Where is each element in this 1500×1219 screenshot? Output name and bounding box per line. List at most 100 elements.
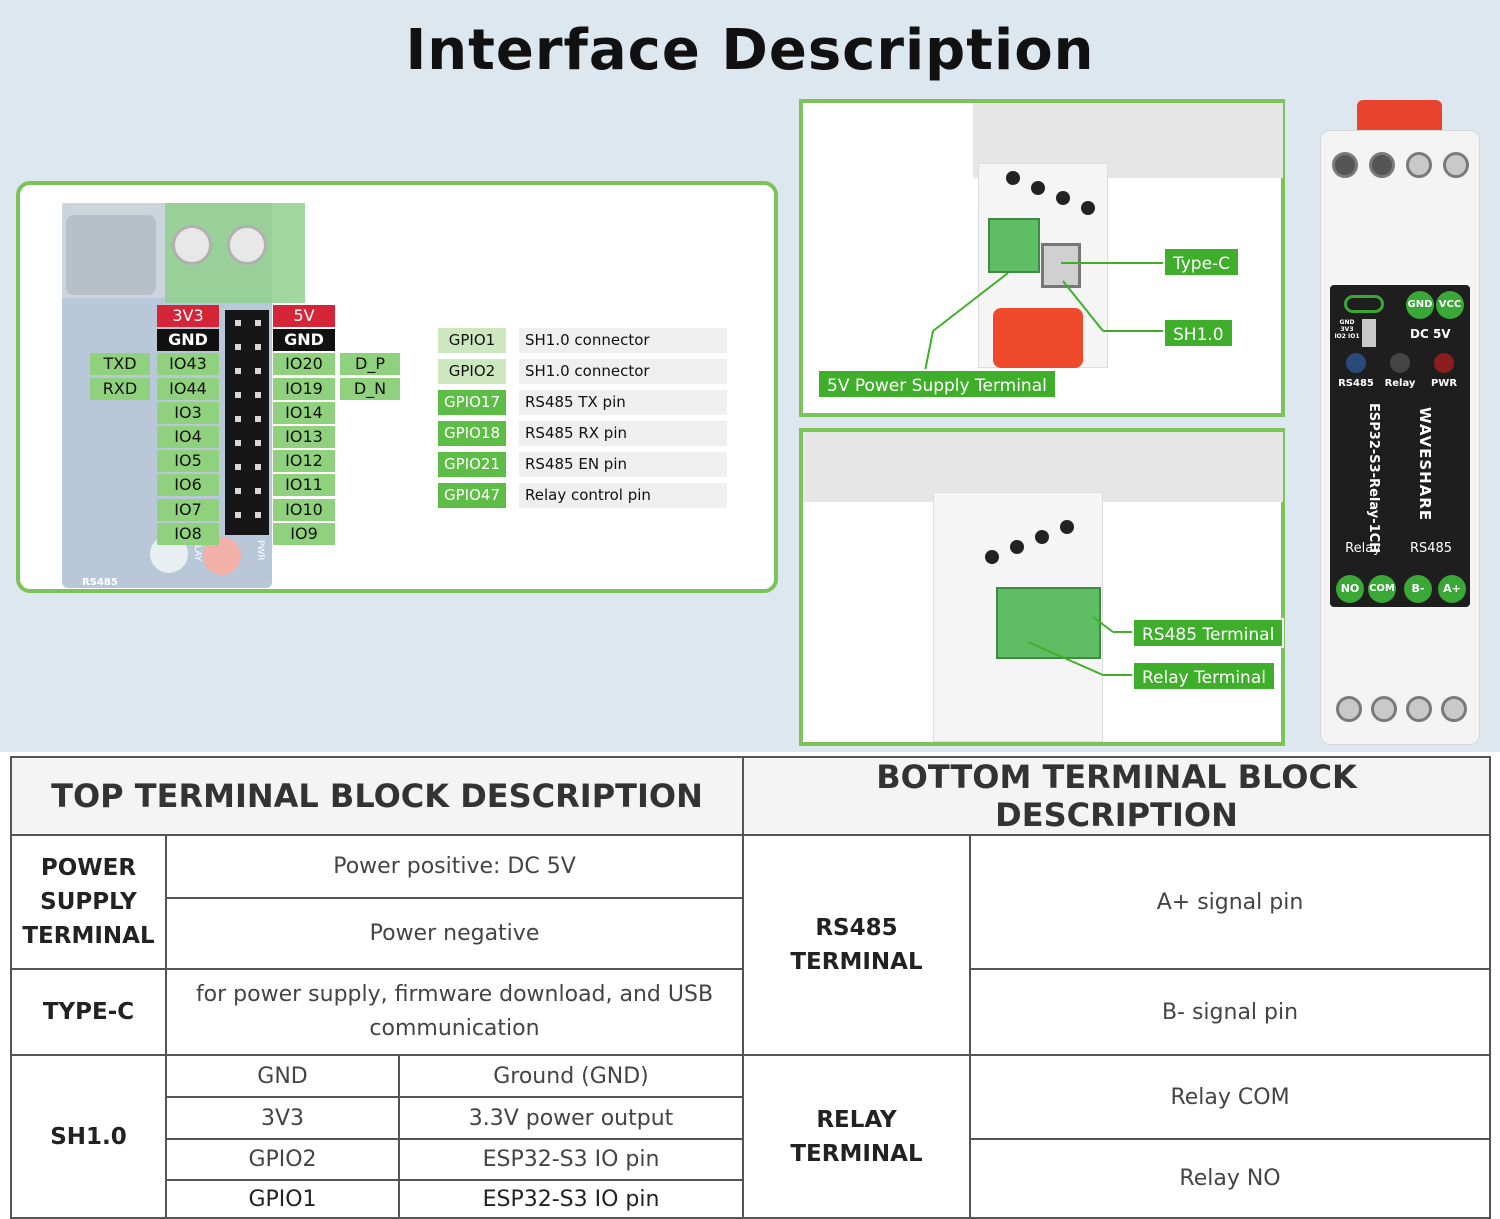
pin-label: GND (273, 329, 335, 352)
type-c-label: Type-C (1163, 247, 1241, 277)
pin-label: IO43 (157, 353, 219, 376)
pin-label: 5V (273, 305, 335, 327)
pin-hole (255, 440, 261, 446)
vcc-pad: VCC (1436, 291, 1464, 319)
hole-icon (1006, 171, 1020, 185)
pin-label: IO9 (273, 522, 335, 545)
sh10-pin: GND (165, 1054, 400, 1098)
gpio-desc: RS485 EN pin (519, 452, 727, 477)
usb-c-icon (1344, 295, 1384, 313)
pin-hole (255, 488, 261, 494)
power-terminal-label: 5V Power Supply Terminal (817, 369, 1057, 399)
pin-hole (255, 512, 261, 518)
pin-hole (235, 464, 241, 470)
hole-icon (1010, 540, 1024, 554)
pin-label: IO10 (273, 498, 335, 521)
usb-port (66, 215, 156, 295)
pin-hole (235, 488, 241, 494)
board-mark-pwr: PWR (255, 540, 265, 561)
pin-function-label: D_N (340, 377, 400, 400)
pin-hole (235, 416, 241, 422)
module-shell (803, 432, 1283, 502)
pin-hole (235, 440, 241, 446)
power-terminal-block (988, 218, 1040, 273)
pin-hole (235, 320, 241, 326)
pin-label: IO3 (157, 401, 219, 424)
gpio-pin: GPIO18 (438, 421, 506, 446)
led-relay-label: Relay (1384, 378, 1416, 389)
pin-hole (255, 464, 261, 470)
callout-lines (924, 262, 1165, 372)
sh10-pin: GPIO1 (165, 1179, 400, 1219)
pin-label: IO4 (157, 426, 219, 448)
rs485-led (1346, 353, 1366, 373)
gpio-pin: GPIO47 (438, 483, 506, 508)
pin-hole (235, 512, 241, 518)
sh10-desc: 3.3V power output (398, 1096, 744, 1140)
pin-label: IO20 (273, 353, 335, 376)
pin-label: IO5 (157, 450, 219, 473)
typec-label: TYPE-C (10, 968, 167, 1056)
relay-com-desc: Relay COM (968, 1054, 1492, 1140)
pin-hole (255, 416, 261, 422)
com-pad: COM (1368, 575, 1396, 603)
pin-label: GND (157, 329, 219, 352)
rs485-terminal-label: RS485 Terminal (1132, 618, 1285, 648)
gpio-desc: RS485 RX pin (519, 421, 727, 446)
pin-label: IO11 (273, 474, 335, 497)
model-name: ESP32-S3-Relay-1CH (1366, 403, 1381, 554)
power-supply-label: POWER SUPPLY TERMINAL (10, 834, 167, 970)
board-mark-rs485: RS485 (82, 577, 118, 588)
bottom-terminal-header: BOTTOM TERMINAL BLOCK DESCRIPTION (741, 756, 1492, 836)
power-negative-desc: Power negative (165, 897, 744, 970)
screw-icon (1406, 696, 1432, 722)
usb-port (1041, 243, 1081, 288)
sh10-connector (1362, 319, 1376, 347)
screw-icon (1336, 696, 1362, 722)
no-pad: NO (1336, 575, 1364, 603)
pin-hole (235, 392, 241, 398)
bminus-desc: B- signal pin (968, 968, 1492, 1056)
top-terminal-photo: Type-C SH1.0 5V Power Supply Terminal (799, 99, 1285, 417)
board-mark-relay: RELAY (192, 533, 202, 562)
screw-icon (1406, 152, 1432, 178)
pin-hole (255, 392, 261, 398)
pin-label: IO12 (273, 450, 335, 473)
led-rs485-label: RS485 (1338, 378, 1374, 389)
sh10-desc: ESP32-S3 IO pin (398, 1138, 744, 1181)
screw-icon (1443, 152, 1469, 178)
pin-label: IO19 (273, 377, 335, 400)
terminal-description-table: TOP TERMINAL BLOCK DESCRIPTION BOTTOM TE… (10, 756, 1492, 1219)
sh10-pin: 3V3 (165, 1096, 400, 1140)
aplus-pad: A+ (1438, 575, 1466, 603)
pin-hole (235, 368, 241, 374)
pin-hole (235, 344, 241, 350)
hole-icon (1056, 191, 1070, 205)
pin-label: IO8 (157, 522, 219, 545)
screw-icon (1441, 696, 1467, 722)
rs485-label: RS485 (1409, 541, 1453, 556)
sh10-desc: ESP32-S3 IO pin (398, 1179, 744, 1219)
gpio-desc: SH1.0 connector (519, 328, 727, 353)
top-terminal-header: TOP TERMINAL BLOCK DESCRIPTION (10, 756, 744, 836)
sh10-label: SH1.0 (1163, 318, 1234, 348)
pin-label: 3V3 (157, 305, 219, 327)
pin-function-label: D_P (340, 353, 400, 376)
rs485-terminal-label: RS485 TERMINAL (742, 834, 971, 1056)
hole-icon (985, 550, 999, 564)
relay-label: Relay (1345, 541, 1381, 556)
screw-icon (227, 225, 267, 265)
pwr-led (1434, 353, 1454, 373)
pin-label: IO14 (273, 401, 335, 424)
brand-logo: WAVESHARE (1416, 407, 1434, 522)
gpio-pin: GPIO17 (438, 390, 506, 415)
sh10-label: SH1.0 (10, 1054, 167, 1219)
pin-function-label: RXD (90, 377, 150, 400)
gnd-pad: GND (1406, 291, 1434, 319)
din-clip (993, 308, 1083, 368)
relay-led (1390, 353, 1410, 373)
pin-label: IO7 (157, 498, 219, 521)
relay-no-desc: Relay NO (968, 1138, 1492, 1219)
sh10-pin: GPIO2 (165, 1138, 400, 1181)
